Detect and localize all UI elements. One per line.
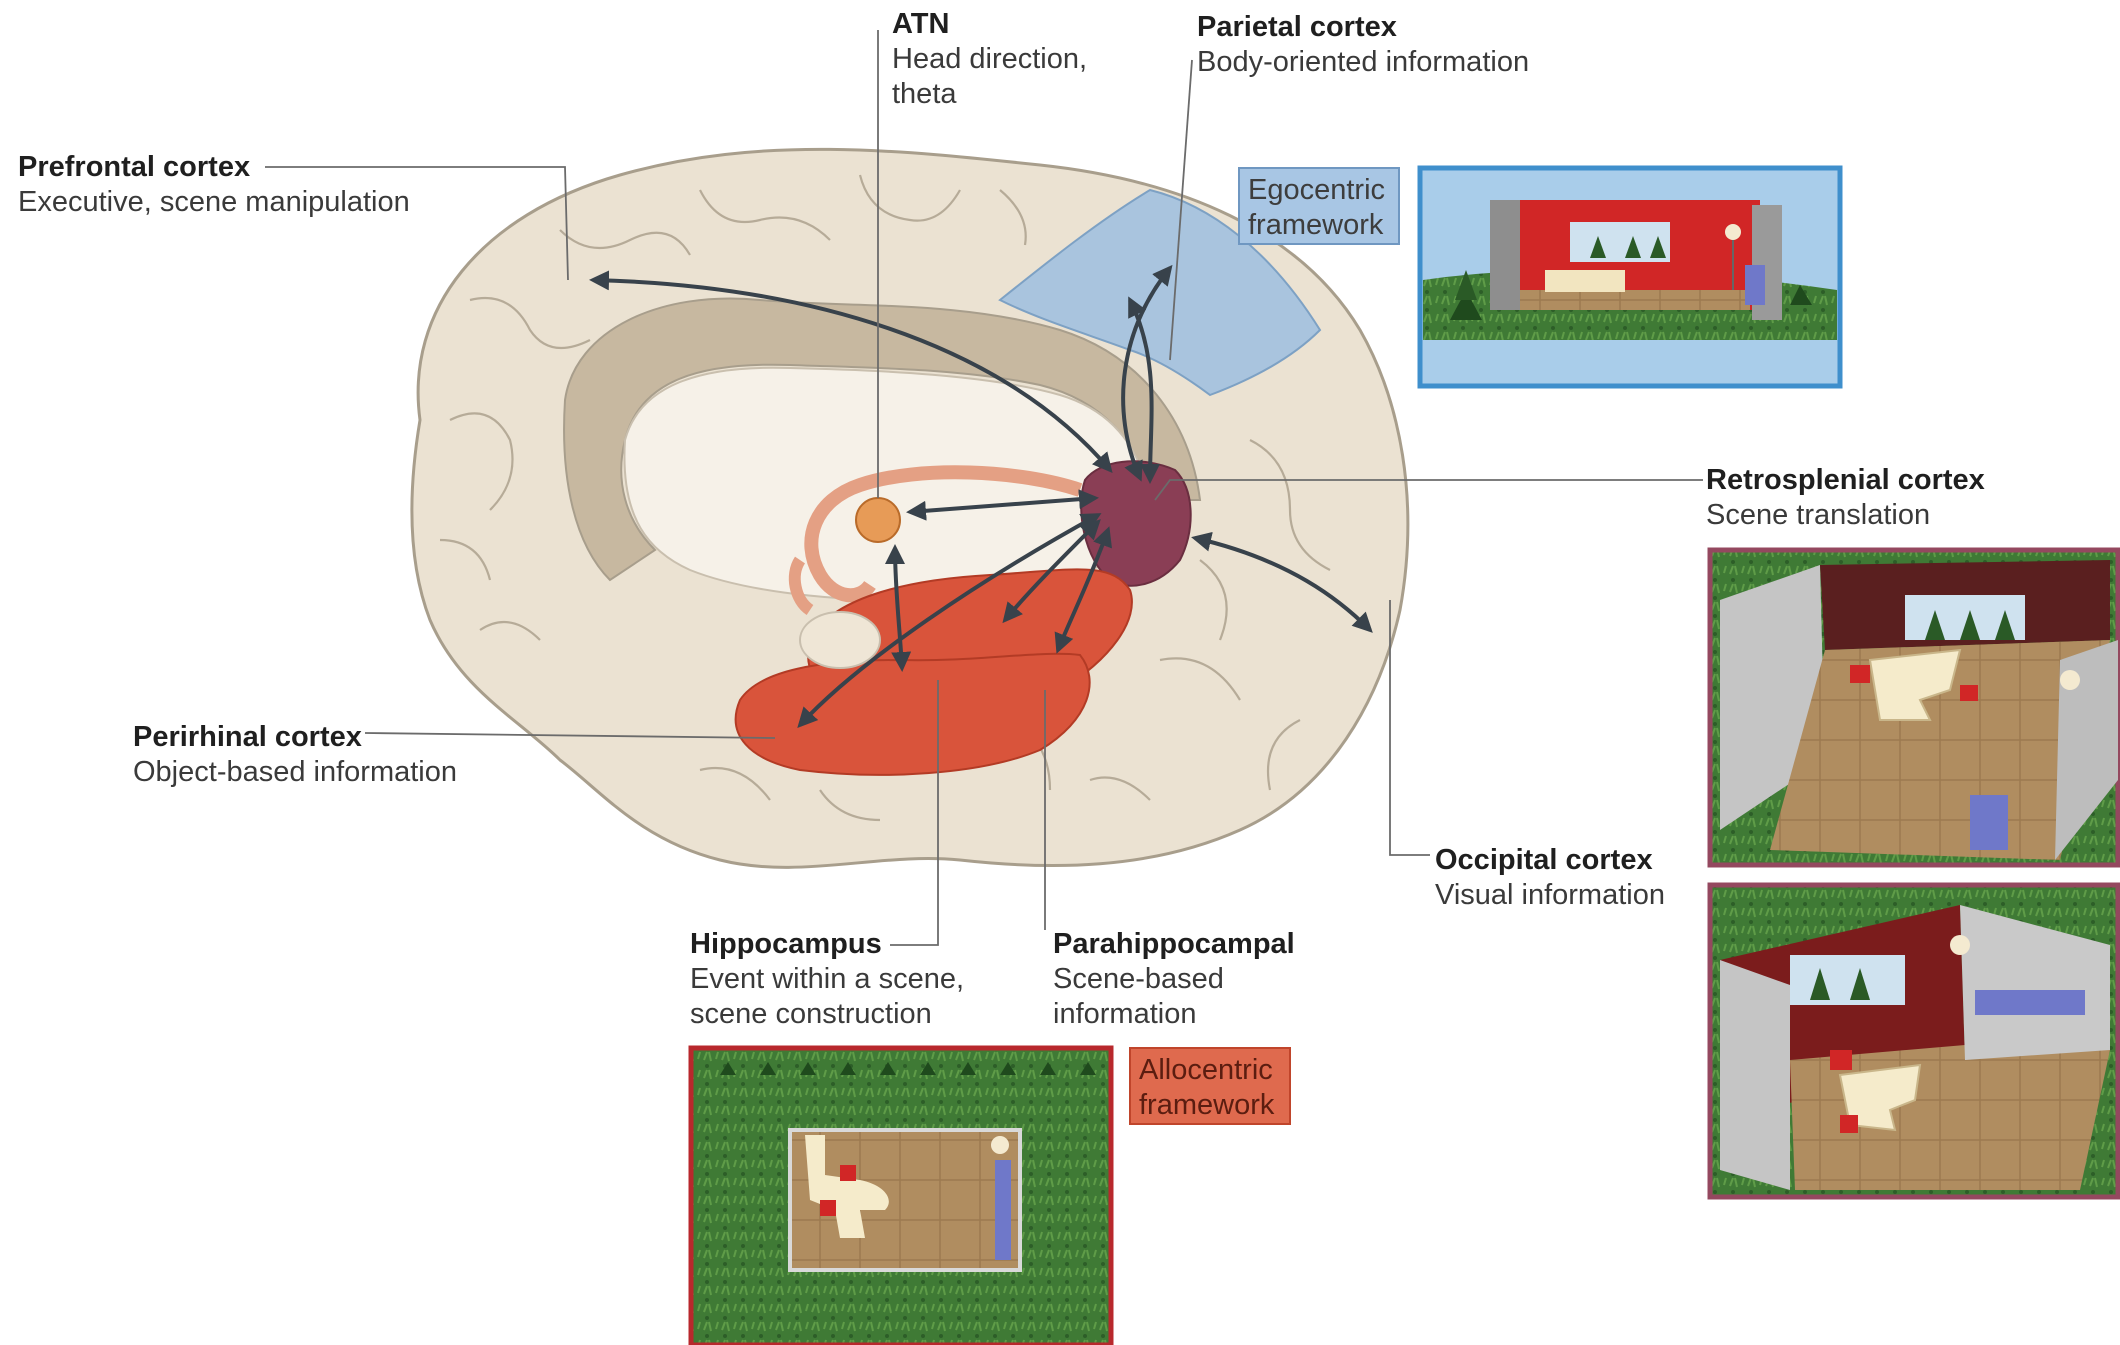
parahippocampal-desc-line-2: information — [1053, 997, 1295, 1032]
parahippocampal-label: Parahippocampal Scene-based information — [1053, 927, 1295, 1032]
parietal-label: Parietal cortex Body-oriented informatio… — [1197, 10, 1529, 80]
hippocampus-label: Hippocampus Event within a scene, scene … — [690, 927, 964, 1032]
leader-occipital — [1390, 600, 1430, 855]
translation-scene-2 — [1710, 885, 2118, 1197]
prefrontal-desc-line-1: Executive, scene manipulation — [18, 185, 410, 220]
allocentric-line-1: Allocentric — [1139, 1053, 1281, 1088]
egocentric-scene — [1420, 168, 1840, 386]
hippocampus-title: Hippocampus — [690, 927, 964, 962]
occipital-desc-line-1: Visual information — [1435, 878, 1665, 913]
atn-title: ATN — [892, 7, 1087, 42]
hippocampus-desc-line-1: Event within a scene, — [690, 962, 964, 997]
allocentric-framework-box: Allocentric framework — [1129, 1047, 1291, 1125]
parietal-desc-line-1: Body-oriented information — [1197, 45, 1529, 80]
atn-label: ATN Head direction, theta — [892, 7, 1087, 112]
atn-nucleus — [856, 498, 900, 542]
atn-desc-line-2: theta — [892, 77, 1087, 112]
perirhinal-title: Perirhinal cortex — [133, 720, 457, 755]
egocentric-line-2: framework — [1248, 208, 1390, 243]
retrosplenial-desc-line-1: Scene translation — [1706, 498, 1985, 533]
perirhinal-desc-line-1: Object-based information — [133, 755, 457, 790]
occipital-label: Occipital cortex Visual information — [1435, 843, 1665, 913]
translation-scene-1 — [1710, 550, 2118, 865]
retrosplenial-title: Retrosplenial cortex — [1706, 463, 1985, 498]
retrosplenial-label: Retrosplenial cortex Scene translation — [1706, 463, 1985, 533]
atn-desc-line-1: Head direction, — [892, 42, 1087, 77]
occipital-title: Occipital cortex — [1435, 843, 1665, 878]
egocentric-line-1: Egocentric — [1248, 173, 1390, 208]
prefrontal-title: Prefrontal cortex — [18, 150, 410, 185]
parahippocampal-desc-line-1: Scene-based — [1053, 962, 1295, 997]
perirhinal-label: Perirhinal cortex Object-based informati… — [133, 720, 457, 790]
allocentric-scene — [691, 1048, 1111, 1345]
parietal-title: Parietal cortex — [1197, 10, 1529, 45]
allocentric-line-2: framework — [1139, 1088, 1281, 1123]
parahippocampal-title: Parahippocampal — [1053, 927, 1295, 962]
prefrontal-label: Prefrontal cortex Executive, scene manip… — [18, 150, 410, 220]
brain-illustration — [412, 149, 1408, 867]
hippocampus-desc-line-2: scene construction — [690, 997, 964, 1032]
egocentric-framework-box: Egocentric framework — [1238, 167, 1400, 245]
